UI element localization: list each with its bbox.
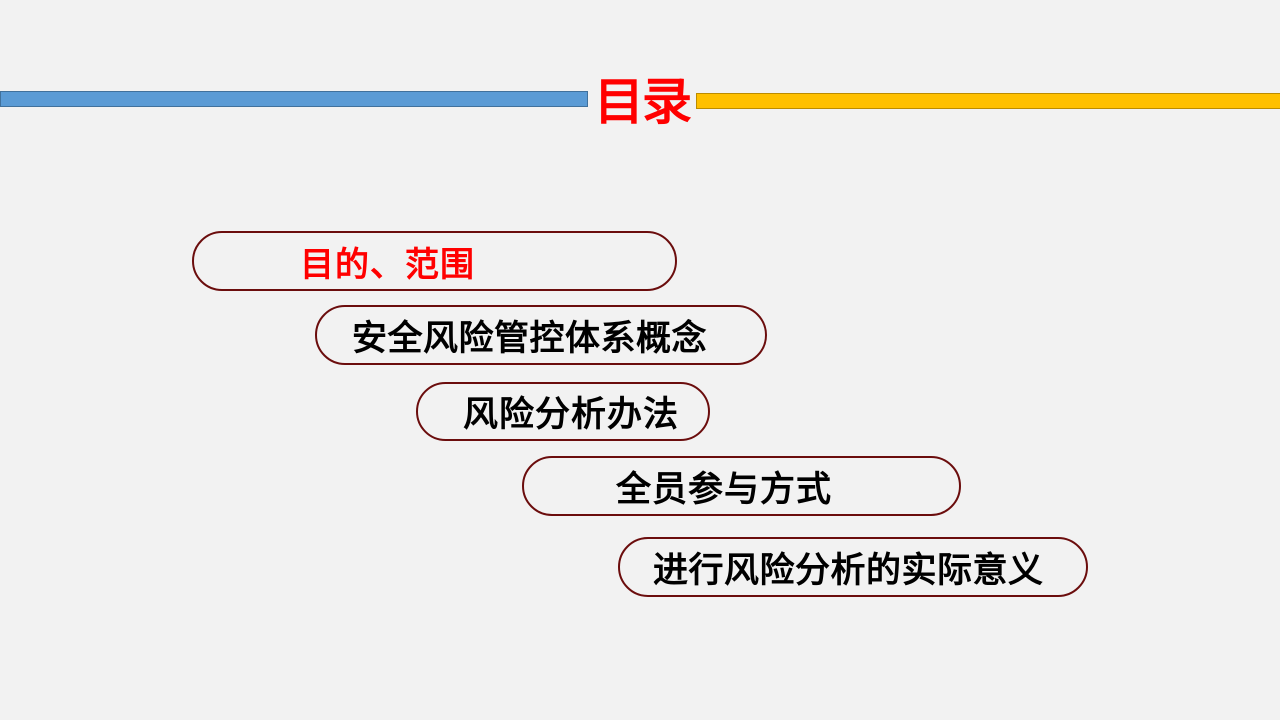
- toc-item-label: 风险分析办法: [463, 395, 680, 435]
- toc-item-risk-analysis-method[interactable]: 风险分析办法: [416, 382, 710, 441]
- toc-item-practical-significance[interactable]: 进行风险分析的实际意义: [618, 537, 1088, 597]
- toc-item-full-participation[interactable]: 全员参与方式: [522, 456, 961, 516]
- toc-item-risk-control-concept[interactable]: 安全风险管控体系概念: [315, 305, 767, 365]
- toc-item-label: 目的、范围: [300, 244, 475, 285]
- right-decorative-bar: [696, 93, 1280, 109]
- toc-item-label: 全员参与方式: [616, 469, 833, 510]
- toc-item-label: 安全风险管控体系概念: [352, 318, 708, 359]
- left-decorative-bar: [0, 91, 588, 107]
- slide-title: 目录: [594, 73, 692, 131]
- toc-item-purpose-scope[interactable]: 目的、范围: [192, 231, 677, 291]
- toc-item-label: 进行风险分析的实际意义: [653, 550, 1044, 591]
